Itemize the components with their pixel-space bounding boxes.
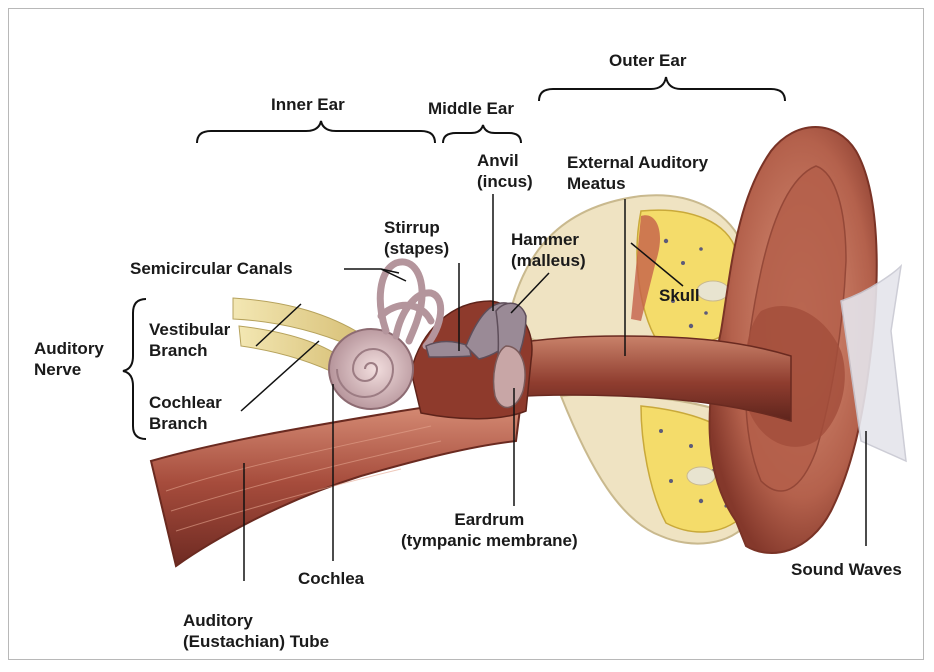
auditory-nerve-bracket xyxy=(123,299,146,439)
hammer-name: Hammer xyxy=(511,229,586,250)
label-auditory-tube: Auditory (Eustachian) Tube xyxy=(183,610,329,652)
diagram-frame: Outer Ear Inner Ear Middle Ear Anvil (in… xyxy=(8,8,924,660)
eam-line1: External Auditory xyxy=(567,152,708,173)
cochlea-text: Cochlea xyxy=(298,569,364,588)
label-sound-waves: Sound Waves xyxy=(791,559,902,580)
label-stirrup: Stirrup (stapes) xyxy=(384,217,449,259)
label-middle-ear: Middle Ear xyxy=(428,98,514,119)
vestibular-line2: Branch xyxy=(149,340,230,361)
label-inner-ear: Inner Ear xyxy=(271,94,345,115)
inner-ear-bracket xyxy=(197,121,435,143)
inner-ear-text: Inner Ear xyxy=(271,95,345,114)
eam-line2: Meatus xyxy=(567,173,708,194)
label-eardrum: Eardrum (tympanic membrane) xyxy=(401,509,578,551)
label-outer-ear: Outer Ear xyxy=(609,50,686,71)
stirrup-name: Stirrup xyxy=(384,217,449,238)
outer-ear-text: Outer Ear xyxy=(609,51,686,70)
cochlear-line1: Cochlear xyxy=(149,392,222,413)
auditory-tube-line2: (Eustachian) Tube xyxy=(183,631,329,652)
anvil-latin: (incus) xyxy=(477,171,533,192)
eardrum-shape xyxy=(494,346,525,407)
label-external-auditory-meatus: External Auditory Meatus xyxy=(567,152,708,194)
label-hammer: Hammer (malleus) xyxy=(511,229,586,271)
auditory-tube-line1: Auditory xyxy=(183,610,329,631)
middle-ear-text: Middle Ear xyxy=(428,99,514,118)
auditory-nerve-line2: Nerve xyxy=(34,359,104,380)
semicircular-canals-text: Semicircular Canals xyxy=(130,259,293,278)
label-cochlea: Cochlea xyxy=(298,568,364,589)
outer-ear-bracket xyxy=(539,77,785,101)
eardrum-name: Eardrum xyxy=(401,509,578,530)
label-skull: Skull xyxy=(659,285,700,306)
stirrup-latin: (stapes) xyxy=(384,238,449,259)
eardrum-latin: (tympanic membrane) xyxy=(401,530,578,551)
label-anvil: Anvil (incus) xyxy=(477,150,533,192)
anvil-name: Anvil xyxy=(477,150,533,171)
label-cochlear-branch: Cochlear Branch xyxy=(149,392,222,434)
vestibular-line1: Vestibular xyxy=(149,319,230,340)
cochlea-shape xyxy=(329,329,413,409)
label-semicircular-canals: Semicircular Canals xyxy=(130,258,293,279)
label-vestibular-branch: Vestibular Branch xyxy=(149,319,230,361)
hammer-latin: (malleus) xyxy=(511,250,586,271)
label-auditory-nerve: Auditory Nerve xyxy=(34,338,104,380)
skull-text: Skull xyxy=(659,286,700,305)
auditory-nerve-line1: Auditory xyxy=(34,338,104,359)
middle-ear-bracket xyxy=(443,125,521,143)
cochlear-line2: Branch xyxy=(149,413,222,434)
sound-waves-text: Sound Waves xyxy=(791,560,902,579)
